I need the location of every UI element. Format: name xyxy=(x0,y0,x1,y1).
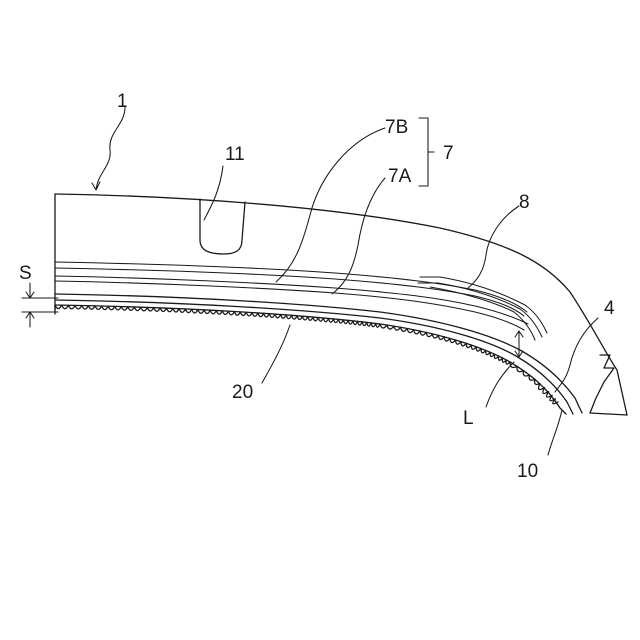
shoulder-break-line xyxy=(590,355,627,415)
label-groove: 11 xyxy=(225,144,245,165)
belt-group-bracket xyxy=(419,118,434,186)
label-offset-s: S xyxy=(19,263,32,284)
leader-distance-l xyxy=(486,362,514,407)
dimension-l-arrow xyxy=(515,331,523,357)
leader-band xyxy=(468,206,519,288)
dimension-s-arrow-bottom xyxy=(26,312,34,327)
label-belt-7a: 7A xyxy=(388,166,412,187)
dimension-s-arrow-top xyxy=(26,283,34,298)
leader-sealant xyxy=(262,325,290,383)
tread-outer-profile xyxy=(55,194,627,415)
label-inner-liner: 10 xyxy=(517,461,538,482)
label-tire: 1 xyxy=(117,91,128,112)
sealant-layer xyxy=(55,305,558,404)
leader-inner-liner xyxy=(548,410,562,455)
belt-7a-ply-lower xyxy=(55,281,524,330)
label-distance-l: L xyxy=(463,408,474,429)
label-belt-7b: 7B xyxy=(385,117,408,138)
leader-groove xyxy=(204,166,223,220)
leader-tire xyxy=(92,107,125,190)
label-carcass: 4 xyxy=(604,298,615,319)
label-belt-group: 7 xyxy=(443,143,454,164)
label-sealant: 20 xyxy=(232,382,253,403)
label-band: 8 xyxy=(519,192,530,213)
tread-groove xyxy=(200,199,245,254)
